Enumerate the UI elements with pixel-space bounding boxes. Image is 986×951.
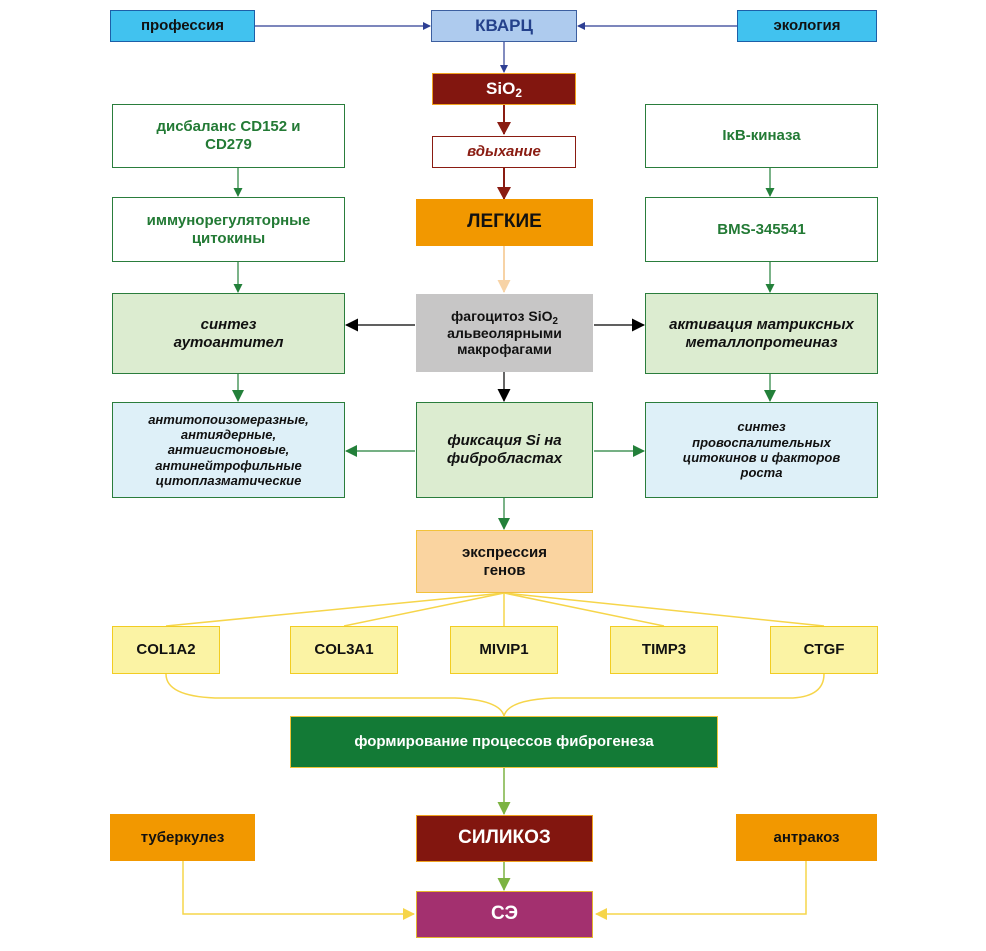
- node-sintez-auto: синтез аутоантител: [112, 293, 345, 374]
- node-col3a1: COL3A1: [290, 626, 398, 674]
- node-mivip1: MIVIP1: [450, 626, 558, 674]
- node-ikb: IκB-киназа: [645, 104, 878, 168]
- node-kvarc: КВАРЦ: [431, 10, 577, 42]
- node-silikoz: СИЛИКОЗ: [416, 815, 593, 862]
- arrow-tuberkulez-se: [182, 861, 415, 920]
- node-col1a2: COL1A2: [112, 626, 220, 674]
- gene-fan-lines: [165, 592, 825, 627]
- node-timp3: TIMP3: [610, 626, 718, 674]
- node-immuno: иммунорегуляторные цитокины: [112, 197, 345, 262]
- node-sintez-pro: синтез провоспалительных цитокинов и фак…: [645, 402, 878, 498]
- node-tuberkulez: туберкулез: [110, 814, 255, 861]
- node-legkie: ЛЕГКИЕ: [416, 199, 593, 246]
- node-ekspressiya: экспрессия генов: [416, 530, 593, 593]
- arrow-antrakoz-se: [595, 861, 807, 920]
- node-professiya: профессия: [110, 10, 255, 42]
- node-aktivaciya: активация матриксных металлопротеиназ: [645, 293, 878, 374]
- node-antitopo: антитопоизомеразные, антиядерные, антиги…: [112, 402, 345, 498]
- node-ctgf: CTGF: [770, 626, 878, 674]
- node-ekologiya: экология: [737, 10, 877, 42]
- gene-brace: [165, 673, 825, 717]
- node-bms: BMS-345541: [645, 197, 878, 262]
- node-antrakoz: антракоз: [736, 814, 877, 861]
- node-vdykhanie: вдыхание: [432, 136, 576, 168]
- node-fiksaciya: фиксация Si на фибробластах: [416, 402, 593, 498]
- node-disbalans: дисбаланс CD152 и CD279: [112, 104, 345, 168]
- node-formirovanie: формирование процессов фиброгенеза: [290, 716, 718, 768]
- node-fagocitoz: фагоцитоз SiO2 альвеолярными макрофагами: [416, 294, 593, 372]
- node-se: СЭ: [416, 891, 593, 938]
